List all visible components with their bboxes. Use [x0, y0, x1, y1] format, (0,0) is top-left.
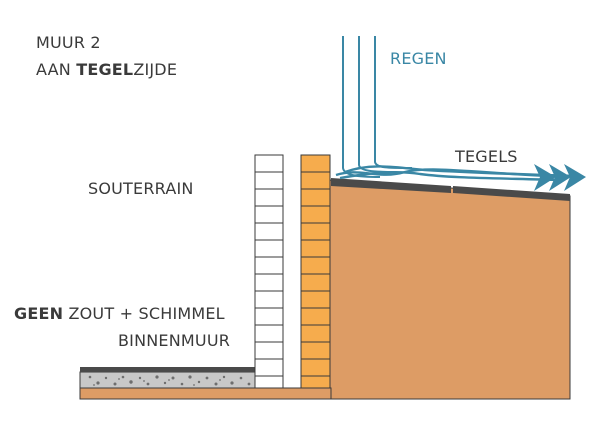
runoff-arrows [335, 165, 575, 182]
basement-floor-gravel [79, 371, 256, 389]
inner-wall-label: BINNENMUUR [118, 331, 231, 350]
arrowhead-3 [564, 164, 586, 191]
outer-wall-bricks [300, 154, 331, 389]
title-prefix: AAN [36, 60, 77, 79]
gravel-texture [88, 375, 251, 386]
tile-2 [453, 186, 570, 201]
title-bold: TEGEL [76, 60, 134, 79]
arrowhead-1 [534, 164, 556, 191]
condition-bold: GEEN [14, 304, 64, 323]
condition-label: GEEN ZOUT + SCHIMMEL [14, 306, 225, 322]
foundation-slab [79, 387, 332, 400]
condition-rest: ZOUT + SCHIMMEL [63, 304, 225, 323]
rain-label: REGEN [390, 49, 447, 68]
arrowheads [534, 164, 586, 191]
tiles-label: TEGELS [455, 147, 518, 166]
title-line-1: MUUR 2 [36, 33, 101, 52]
tile-1 [331, 178, 451, 193]
inner-wall-bricks [254, 154, 284, 389]
title-suffix: ZIJDE [133, 60, 178, 79]
arrowhead-2 [549, 164, 571, 191]
tiles [331, 178, 570, 201]
basement-floor-finish [80, 367, 255, 372]
soil-mass [329, 179, 571, 400]
title-line-2: AAN TEGELZIJDE [36, 62, 177, 78]
rain-line-1 [342, 36, 381, 178]
basement-label: SOUTERRAIN [88, 179, 194, 198]
